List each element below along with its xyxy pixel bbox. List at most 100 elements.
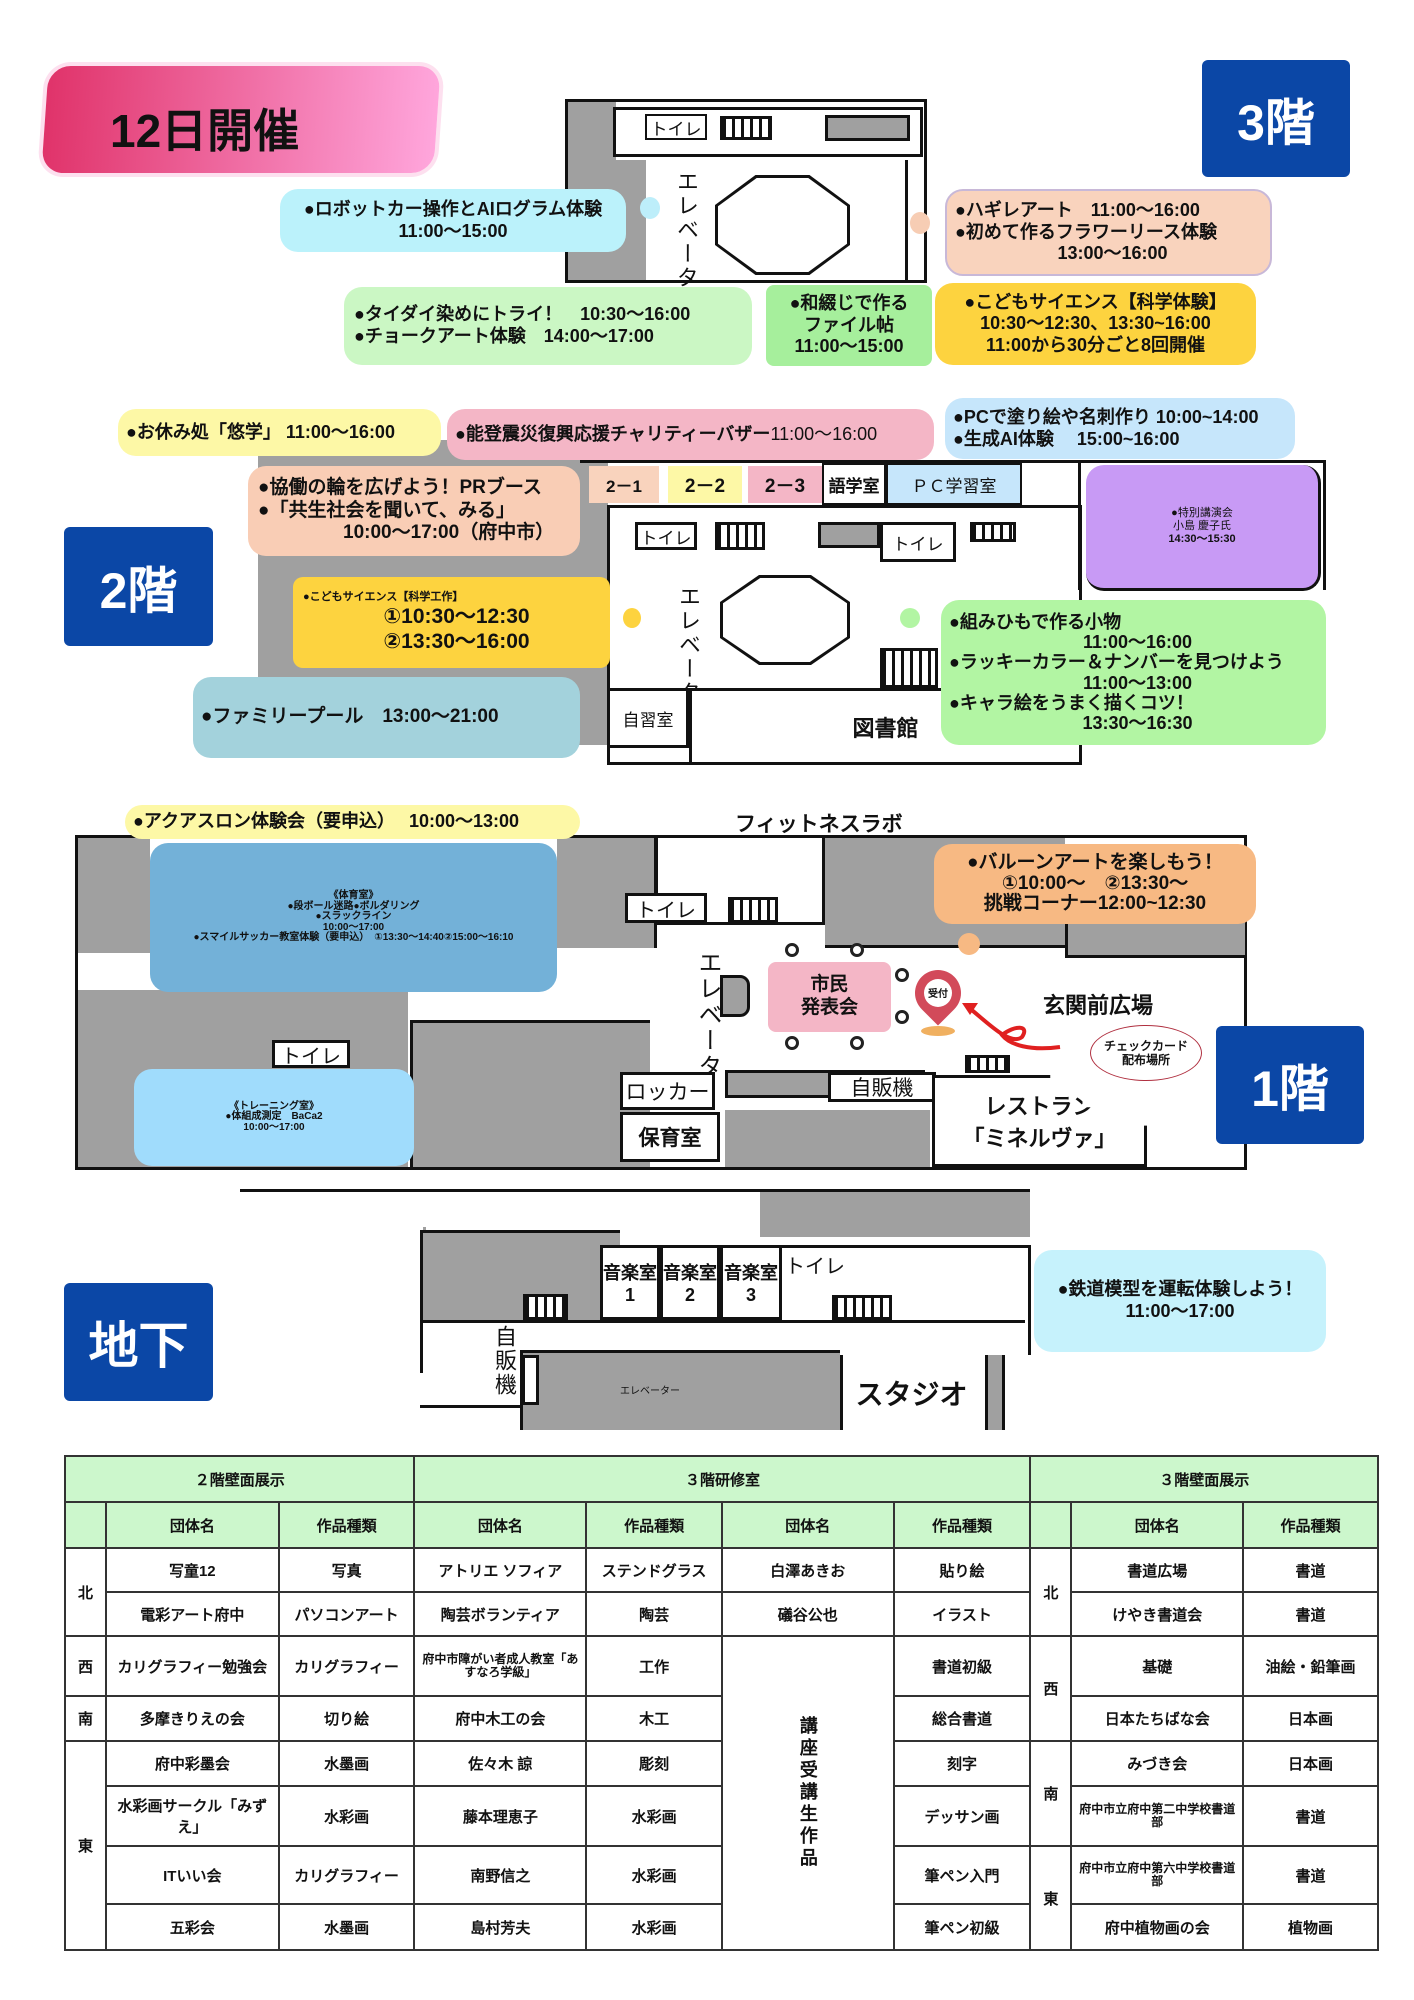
- event-title: ●能登震災復興応援チャリティーバザー: [455, 423, 771, 444]
- marker-2f-science: [623, 608, 641, 628]
- floor-badge-2f: 2階: [64, 527, 213, 646]
- speaker-name: 小島 慶子氏: [1172, 519, 1232, 532]
- group-name-cell: 電彩アート府中: [104, 1591, 280, 1637]
- group-name-cell: 府中彩墨会: [104, 1740, 280, 1787]
- work-type-cell: 総合書道: [892, 1695, 1032, 1742]
- elevator-b1: エレベーター: [620, 1386, 680, 1397]
- group-name-cell: 府中市立府中第六中学校書道部: [1070, 1845, 1245, 1905]
- marker-3f-robot: [640, 197, 660, 219]
- work-type-cell: 水彩画: [585, 1845, 723, 1905]
- pillar: [785, 1036, 799, 1050]
- room-pc: ＰＣ学習室: [886, 463, 1022, 505]
- event-time: 13:30〜16:30: [1082, 712, 1193, 733]
- event-title: ●「共生社会を聞いて、みる」: [258, 499, 515, 521]
- elevator-2f: エレベータ: [676, 585, 701, 705]
- date-title: 12日開催: [110, 105, 300, 157]
- work-type-cell: 書道: [1242, 1591, 1379, 1637]
- work-type-cell: ステンドグラス: [585, 1547, 723, 1593]
- work-type-cell: 刻字: [892, 1740, 1032, 1787]
- toilet-2f-a: トイレ: [635, 522, 697, 550]
- header-type: 作品種類: [277, 1501, 416, 1549]
- group-name-cell: 陶芸ボランティア: [413, 1591, 588, 1637]
- header-direction: [1029, 1501, 1073, 1549]
- group-name-cell: 府中木工の会: [413, 1695, 588, 1742]
- event-title: ●こどもサイエンス【科学体験】: [964, 291, 1227, 312]
- header-group: 団体名: [720, 1501, 895, 1549]
- table-row: 南多摩きりえの会切り絵府中木工の会木工総合書道日本たちばな会日本画: [64, 1695, 1379, 1742]
- course-works-cell: 講座受講生作品: [720, 1635, 895, 1951]
- floor-badge-3f: 3階: [1202, 60, 1350, 177]
- work-type-cell: 写真: [277, 1547, 416, 1593]
- event-time: 11:00〜16:00: [1082, 632, 1193, 653]
- group-name-cell: 南野信之: [413, 1845, 588, 1905]
- room-number: 2: [684, 1285, 695, 1305]
- event-title: ●体組成測定 BaCa2: [225, 1111, 323, 1123]
- event-time: 11:00〜17:00: [1125, 1301, 1235, 1321]
- event-time: 11:00〜13:00: [1082, 672, 1193, 693]
- area-label: 発表会: [800, 997, 858, 1018]
- table-row: ITいい会カリグラフィー南野信之水彩画筆ペン入門東府中市立府中第六中学校書道部書…: [65, 1845, 1379, 1951]
- vending-1f: 自販機: [828, 1072, 936, 1102]
- direction-cell: 南: [1029, 1740, 1073, 1847]
- header-type: 作品種類: [1242, 1501, 1379, 1549]
- event-title: ●チョークアート体験 14:00〜17:00: [354, 326, 654, 346]
- room-nursery: 保育室: [620, 1112, 720, 1162]
- group-name-cell: 水彩画サークル「みずえ」: [104, 1785, 280, 1847]
- header-group: 団体名: [104, 1501, 280, 1549]
- event-time: 10:30〜12:30、13:30~16:00: [980, 313, 1211, 334]
- toilet-2f-b: トイレ: [880, 522, 956, 562]
- table-row: 水彩画サークル「みずえ」水彩画藤本理恵子水彩画デッサン画府中市立府中第二中学校書…: [65, 1785, 1379, 1847]
- room-2-3: 2－3: [748, 466, 822, 503]
- work-type-cell: 木工: [585, 1695, 723, 1742]
- group-name-cell: 白澤あきお: [720, 1547, 895, 1593]
- callout-text: チェックカード: [1103, 1038, 1188, 1053]
- work-type-cell: 筆ペン入門: [892, 1845, 1032, 1905]
- event-title: ●組みひもで作る小物: [949, 612, 1122, 633]
- label-fitness-lab: フィットネスラボ: [735, 813, 903, 836]
- event-title: ●段ボール迷路●ボルダリング: [287, 900, 420, 912]
- event-time: 10:00〜17:00: [322, 921, 385, 933]
- event-title: ●生成AI体験 15:00~16:00: [953, 428, 1180, 449]
- event-time: 13:00〜16:00: [1057, 243, 1168, 264]
- event-time: ①10:00〜 ②13:30〜: [1001, 872, 1189, 894]
- room-number: 1: [624, 1285, 635, 1305]
- event-rest-area: ●お休み処「悠学」 11:00〜16:00: [118, 409, 441, 456]
- work-type-cell: 日本画: [1242, 1740, 1379, 1787]
- work-type-cell: 貼り絵: [892, 1547, 1032, 1593]
- pillar: [785, 943, 799, 957]
- event-title: ●和綴じで作る: [789, 293, 909, 314]
- arrow-icon: [962, 1003, 1061, 1051]
- header-group: 団体名: [1070, 1501, 1245, 1549]
- event-time: 11:00から30分ごと8回開催: [985, 334, 1206, 355]
- work-type-cell: 水彩画: [277, 1785, 416, 1847]
- pillar: [850, 1036, 864, 1050]
- room-study: 自習室: [607, 688, 689, 748]
- elevator-1f: エレベータ: [694, 950, 721, 1080]
- toilet-3f: トイレ: [645, 114, 707, 140]
- event-family-pool: ●ファミリープール 13:00〜21:00: [193, 677, 580, 758]
- floor-badge-b1: 地下: [64, 1283, 213, 1401]
- work-type-cell: カリグラフィー: [277, 1845, 416, 1905]
- work-type-cell: カリグラフィー: [277, 1635, 416, 1697]
- group-name-cell: 礒谷公也: [720, 1591, 895, 1637]
- group-name-cell: けやき書道会: [1070, 1591, 1245, 1637]
- event-time: 10:00〜17:00: [243, 1121, 305, 1133]
- work-type-cell: 彫刻: [585, 1740, 723, 1787]
- direction-cell: 北: [64, 1547, 107, 1637]
- group-name-cell: 五彩会: [104, 1903, 280, 1951]
- event-title: ●協働の輪を広げよう！PRブース: [258, 476, 542, 498]
- event-pc-art: ●PCで塗り絵や名刺作り 10:00~14:00●生成AI体験 15:00~16…: [945, 398, 1295, 459]
- event-time: 10:00〜17:00（府中市）: [343, 522, 555, 544]
- group-name-cell: 島村芳夫: [413, 1903, 588, 1951]
- room-number: 3: [745, 1285, 756, 1305]
- group-name-cell: 基礎: [1070, 1635, 1245, 1697]
- marker-1f-balloon: [958, 933, 980, 955]
